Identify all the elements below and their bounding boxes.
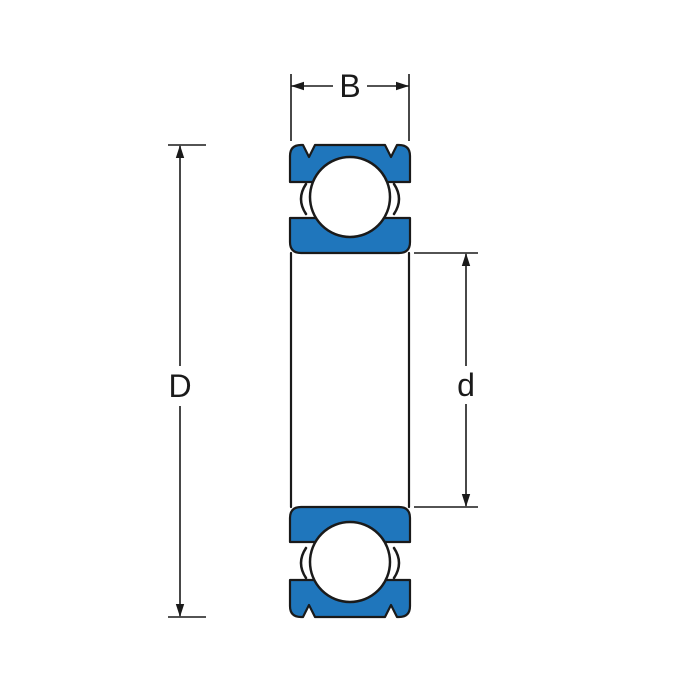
arrowhead-b-left	[291, 81, 304, 91]
arrowhead-b-right	[396, 81, 409, 91]
label-width-b: B	[339, 68, 360, 104]
dimension-bore-diameter: d	[414, 252, 478, 508]
dimension-width-b: B	[290, 68, 410, 141]
seal-lip-bottom-left	[299, 546, 308, 580]
seal-lip-bottom-right	[392, 546, 401, 580]
ball-top	[308, 155, 392, 239]
bearing-body	[288, 143, 412, 619]
seal-lip-top-left	[299, 182, 308, 216]
ball-bottom	[308, 520, 392, 604]
arrowhead-d-top	[175, 145, 185, 158]
seal-lip-top-right	[392, 182, 401, 216]
dimension-outer-diameter-d: D	[168, 144, 206, 618]
arrowhead-d-bottom	[175, 604, 185, 617]
arrowhead-bore-top	[461, 253, 471, 266]
arrowhead-bore-bottom	[461, 494, 471, 507]
label-bore-diameter: d	[457, 367, 475, 403]
label-outer-diameter: D	[168, 368, 191, 404]
